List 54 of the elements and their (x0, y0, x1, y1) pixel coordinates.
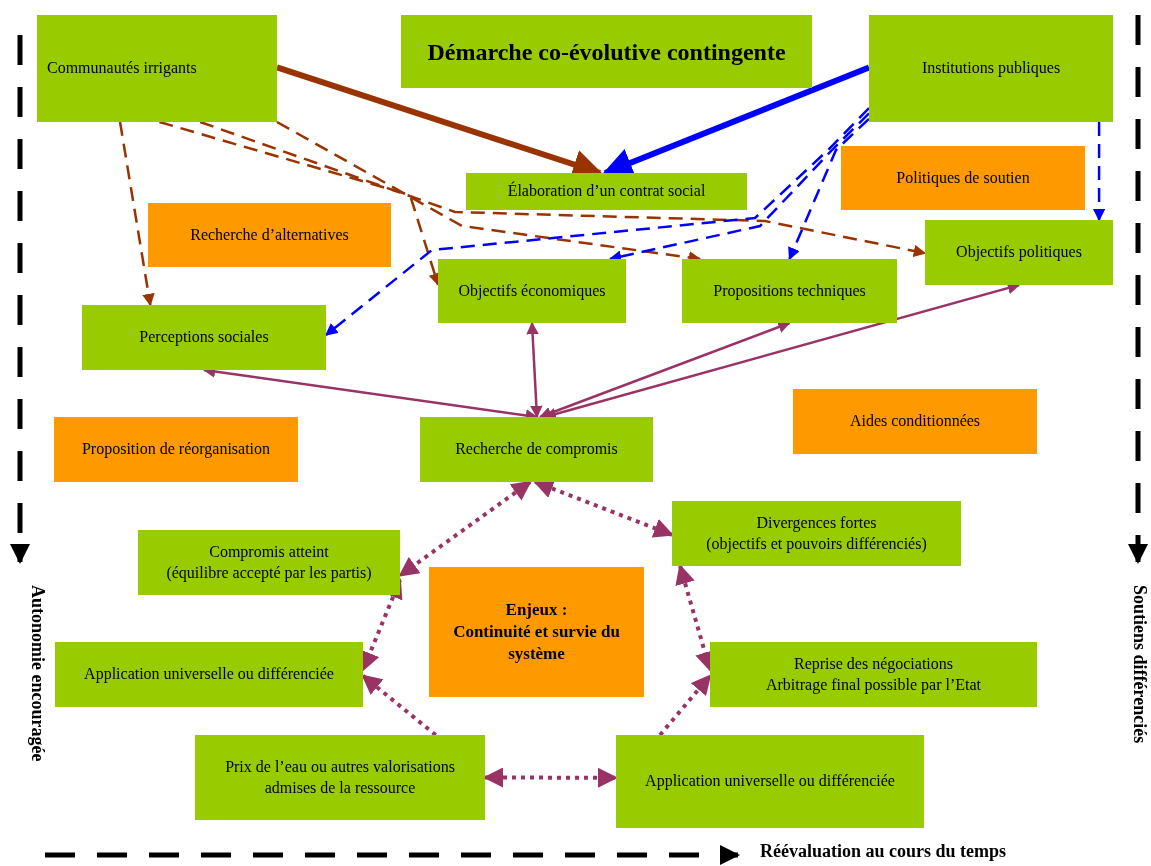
node-text: Divergences fortes (756, 512, 877, 534)
node-text: Application universelle ou différenciée (645, 771, 895, 792)
process-box (82, 305, 326, 370)
process-box (616, 735, 924, 828)
node-text: Proposition de réorganisation (81, 439, 271, 460)
arrow (658, 674, 712, 737)
node-text: Compromis atteint (209, 541, 329, 563)
node-text: Politiques de soutien (896, 167, 1030, 189)
process-box (925, 220, 1113, 285)
node-text: Aides conditionnées (849, 411, 981, 432)
process-box (37, 15, 277, 122)
node-text: Enjeux : (505, 598, 568, 621)
process-box (466, 173, 747, 210)
node-text: Objectifs économiques (458, 280, 606, 302)
process-box (420, 417, 653, 482)
node-text: (équilibre accepté par les partis) (166, 562, 372, 584)
node-text: Propositions techniques (713, 280, 866, 302)
process-box (841, 146, 1085, 210)
node-text: Objectifs politiques (956, 242, 1082, 263)
node-text: Recherche de compromis (455, 439, 618, 460)
process-box (438, 259, 626, 323)
node-text: Communautés irrigants (47, 58, 197, 79)
title-banner: Démarche co-évolutive contingente (401, 15, 812, 88)
arrow (526, 321, 543, 419)
arrow (1092, 122, 1106, 222)
node-text: Perceptions sociales (139, 327, 269, 348)
process-box (793, 389, 1037, 454)
axis-label: Soutiens différenciés (1129, 585, 1151, 744)
node-text: (objectifs et pouvoirs différenciés) (706, 533, 927, 555)
arrow (788, 117, 870, 261)
node-text: Recherche d’alternatives (190, 224, 349, 245)
node-text: Application universelle ou différenciée (84, 664, 334, 685)
process-box (672, 501, 961, 566)
axis-label: Autonomie encouragée (27, 585, 49, 762)
process-box (710, 642, 1037, 707)
process-box (869, 15, 1113, 122)
arrow (325, 107, 870, 336)
process-box (429, 567, 644, 697)
node-text: Institutions publiques (921, 58, 1061, 79)
axis-label: Réévaluation au cours du temps (760, 840, 1006, 863)
arrow (538, 321, 791, 419)
node-text: Reprise des négociations (793, 653, 954, 675)
process-box (138, 530, 400, 595)
node-text: Continuité et survie du système (452, 620, 621, 666)
process-box (682, 259, 897, 323)
node-text: Élaboration d’un contrat social (507, 181, 706, 202)
process-box (55, 642, 363, 707)
node-text: Arbitrage final possible par l’Etat (765, 674, 981, 696)
process-box (195, 735, 485, 820)
node-text: Prix de l’eau ou autres valorisations admises de la ressource (224, 756, 456, 798)
process-box (54, 417, 298, 482)
process-box (148, 203, 391, 267)
arrow (118, 121, 155, 307)
arrow (199, 120, 927, 258)
